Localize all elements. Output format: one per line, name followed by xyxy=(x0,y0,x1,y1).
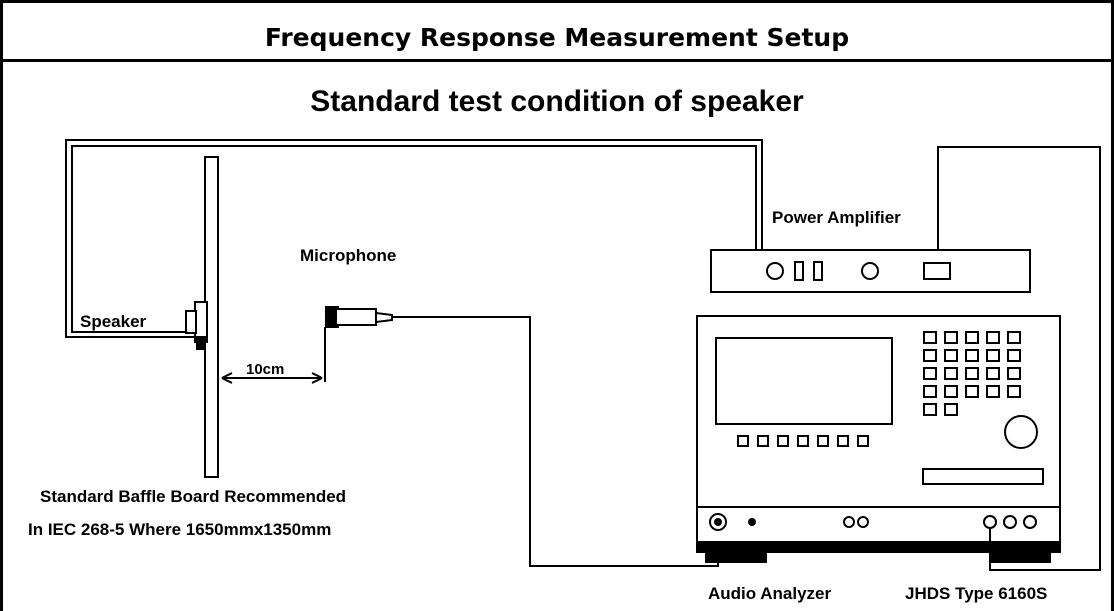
speaker-amplifier-cable xyxy=(65,139,763,338)
microphone-cable xyxy=(410,316,719,567)
speaker-label: Speaker xyxy=(80,312,147,331)
power-amplifier xyxy=(710,249,1031,293)
audio-analyzer xyxy=(696,315,1061,563)
analyzer-model-label: JHDS Type 6160S xyxy=(905,584,1047,603)
page-title: Frequency Response Measurement Setup xyxy=(264,23,850,52)
distance-label: 10cm xyxy=(246,361,284,378)
title-bar: Frequency Response Measurement Setup xyxy=(0,0,1114,62)
analyzer-output-cable xyxy=(989,146,1101,571)
baffle-caption-line2: In IEC 268-5 Where 1650mmx1350mm xyxy=(28,520,331,539)
analyzer-keypad xyxy=(923,331,1021,416)
microphone xyxy=(325,306,410,328)
audio-analyzer-label: Audio Analyzer xyxy=(708,584,831,603)
analyzer-button-row xyxy=(737,435,869,447)
speaker-unit xyxy=(185,301,208,350)
diagram-subtitle: Standard test condition of speaker xyxy=(310,85,804,118)
distance-dimension xyxy=(221,327,326,384)
baffle-caption-line1: Standard Baffle Board Recommended xyxy=(40,487,346,506)
microphone-label: Microphone xyxy=(300,246,396,265)
amplifier-analyzer-cable xyxy=(937,146,1025,250)
power-amplifier-label: Power Amplifier xyxy=(772,208,901,227)
